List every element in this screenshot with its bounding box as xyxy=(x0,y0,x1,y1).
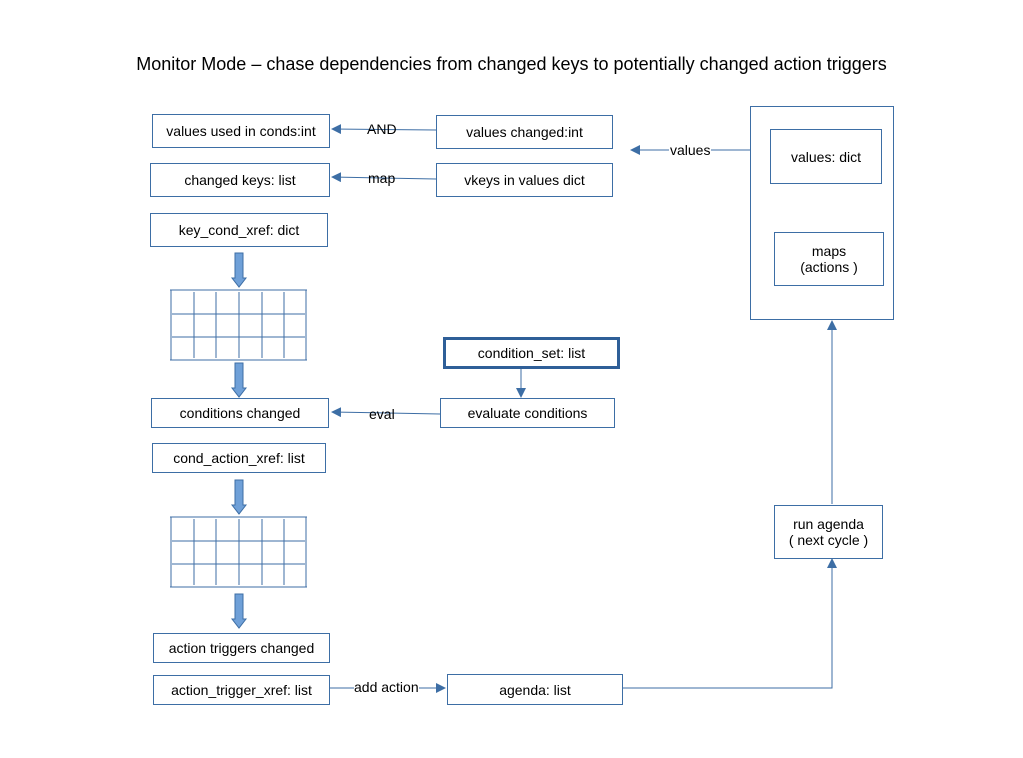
box-action-trigger-xref: action_trigger_xref: list xyxy=(153,675,330,705)
box-values-changed: values changed:int xyxy=(436,115,613,149)
diagram-title: Monitor Mode – chase dependencies from c… xyxy=(136,54,887,74)
edge-map xyxy=(331,172,437,183)
xref-table-2 xyxy=(170,516,307,588)
block-arrow-1 xyxy=(230,252,248,288)
edge-label-eval: eval xyxy=(369,406,395,422)
block-arrow-4 xyxy=(230,593,248,629)
block-arrow-2 xyxy=(230,362,248,398)
block-arrow-3 xyxy=(230,479,248,515)
box-vkeys: vkeys in values dict xyxy=(436,163,613,197)
edge-agenda-to-run xyxy=(622,558,837,689)
edge-label-values: values xyxy=(669,142,712,158)
edge-eval xyxy=(331,407,441,418)
edge-label-map: map xyxy=(368,170,396,186)
box-values-used: values used in conds:int xyxy=(152,114,330,148)
box-agenda: agenda: list xyxy=(447,674,623,705)
box-values-dict: values: dict xyxy=(770,129,882,184)
box-evaluate-conditions: evaluate conditions xyxy=(440,398,615,428)
box-changed-keys: changed keys: list xyxy=(150,163,330,197)
box-action-triggers-changed: action triggers changed xyxy=(153,633,330,663)
box-run-agenda: run agenda ( next cycle ) xyxy=(774,505,883,559)
box-condition-set: condition_set: list xyxy=(443,337,620,369)
xref-table-1 xyxy=(170,289,307,361)
edge-and xyxy=(331,124,437,135)
box-key-cond-xref: key_cond_xref: dict xyxy=(150,213,328,247)
box-cond-action-xref: cond_action_xref: list xyxy=(152,443,326,473)
edge-label-add-action: add action xyxy=(354,679,419,695)
edge-label-and: AND xyxy=(367,121,397,137)
box-maps: maps (actions ) xyxy=(774,232,884,286)
box-conditions-changed: conditions changed xyxy=(151,398,329,428)
